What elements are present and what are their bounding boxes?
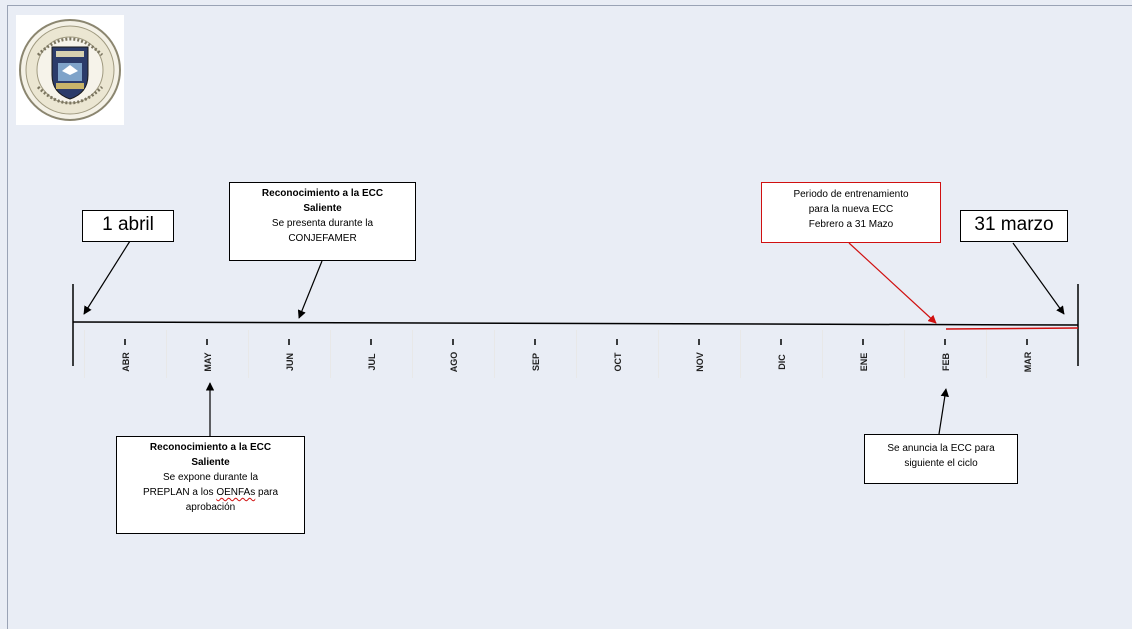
institutional-seal-icon <box>16 15 124 125</box>
month-label: DIC <box>777 354 787 370</box>
month-label: OCT <box>613 352 623 372</box>
month-label: ENE <box>859 352 869 372</box>
callout-text: siguiente el ciclo <box>904 458 978 469</box>
month-cell: ABR <box>84 330 166 378</box>
month-cell: MAR <box>986 330 1068 378</box>
callout-text: Se expone durante la <box>162 472 259 483</box>
start-label-arrow <box>83 240 131 315</box>
month-cell: AGO <box>412 330 494 378</box>
callout-feb-bottom: Se anuncia la ECC para siguiente el cicl… <box>864 434 1018 484</box>
callout-title: Saliente <box>191 457 230 468</box>
callout-text: Se anuncia la ECC para <box>887 443 995 454</box>
callout-title: Reconocimiento a la ECC <box>261 188 384 199</box>
end-date-label: 31 marzo <box>960 210 1068 242</box>
month-label: MAY <box>203 352 213 372</box>
jun-callout-arrow <box>297 260 323 319</box>
spellcheck-word: OENFAs <box>216 487 256 498</box>
month-label: JUL <box>367 353 377 371</box>
callout-text: para la nueva ECC <box>808 204 894 215</box>
end-label-arrow <box>1012 242 1065 315</box>
callout-text: Febrero a 31 Mazo <box>808 219 894 230</box>
month-label: ABR <box>121 352 131 372</box>
month-cell: ENE <box>822 330 904 378</box>
month-cell: OCT <box>576 330 658 378</box>
month-ticks <box>124 339 1028 345</box>
feb-bottom-callout-arrow <box>938 388 949 435</box>
month-cell: MAY <box>166 330 248 378</box>
month-label: NOV <box>695 352 705 372</box>
training-period-line <box>945 327 1079 330</box>
frame-border-top <box>7 5 1132 6</box>
callout-text: Se presenta durante la <box>271 218 374 229</box>
callout-title: Reconocimiento a la ECC <box>149 442 272 453</box>
month-cell: JUN <box>248 330 330 378</box>
callout-text: PREPLAN a los OENFAs para <box>142 487 279 498</box>
month-label: MAR <box>1023 351 1033 373</box>
month-label: FEB <box>941 353 951 371</box>
frame-border-left <box>7 5 8 629</box>
callout-text: CONJEFAMER <box>288 233 357 244</box>
callout-text: aprobación <box>185 502 236 513</box>
callout-jun-top: Reconocimiento a la ECC Saliente Se pres… <box>229 182 416 261</box>
month-cell: NOV <box>658 330 740 378</box>
training-callout-arrow <box>848 242 937 324</box>
month-label: SEP <box>531 353 541 372</box>
callout-text: Periodo de entrenamiento <box>793 189 909 200</box>
month-cell: JUL <box>330 330 412 378</box>
month-cell: SEP <box>494 330 576 378</box>
callout-training-period: Periodo de entrenamiento para la nueva E… <box>761 182 941 243</box>
month-cell: FEB <box>904 330 986 378</box>
month-label: AGO <box>449 351 459 373</box>
timeline-axis <box>72 321 1079 326</box>
callout-may-bottom: Reconocimiento a la ECC Saliente Se expo… <box>116 436 305 534</box>
month-cell: DIC <box>740 330 822 378</box>
callout-title: Saliente <box>303 203 342 214</box>
month-label: JUN <box>285 353 295 372</box>
start-date-label: 1 abril <box>82 210 174 242</box>
